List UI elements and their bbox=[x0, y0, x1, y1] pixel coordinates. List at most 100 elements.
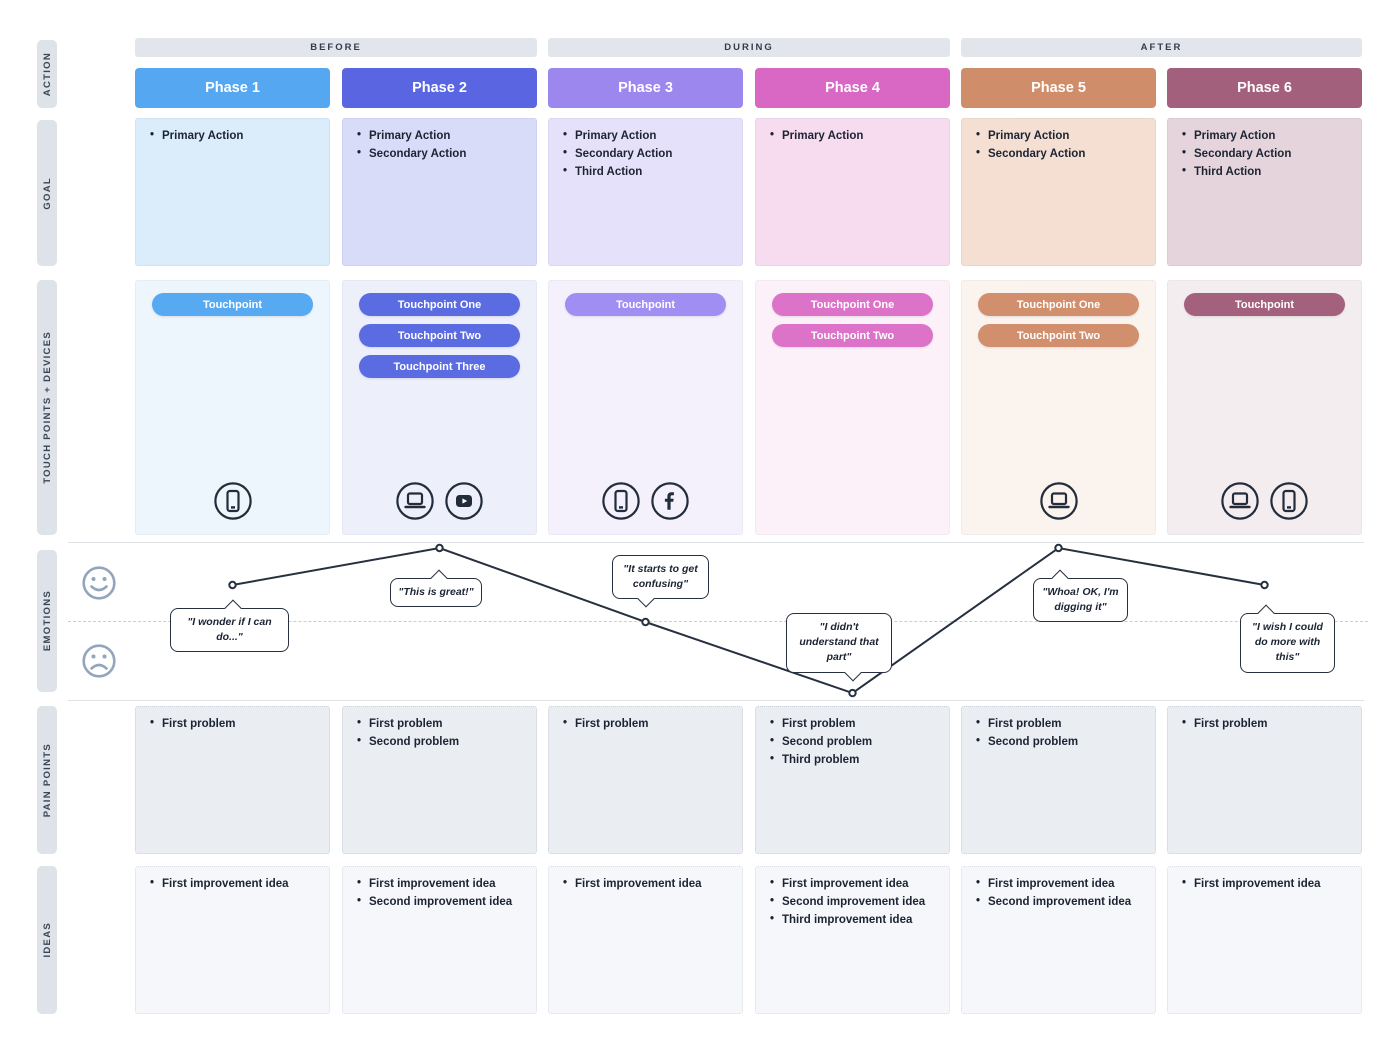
goal-item: Secondary Action bbox=[357, 147, 528, 162]
quote-bubble: "I didn't understand that part" bbox=[786, 613, 892, 682]
goal-item: Primary Action bbox=[150, 129, 321, 144]
phase-header: Phase 6 bbox=[1167, 68, 1362, 108]
goal-box: Primary Action Secondary Action bbox=[961, 118, 1156, 266]
smartphone-icon bbox=[213, 482, 252, 520]
goal-box: Primary Action bbox=[135, 118, 330, 266]
row-label-pain-points-text: PAIN POINTS bbox=[41, 742, 53, 818]
stage-band-before: BEFORE bbox=[135, 38, 537, 57]
touchpoint-pill: Touchpoint bbox=[1184, 293, 1345, 316]
idea-item: First improvement idea bbox=[770, 877, 941, 892]
idea-item: First improvement idea bbox=[357, 877, 528, 892]
phase-column-5: Phase 5 Primary Action Secondary Action … bbox=[961, 0, 1156, 1052]
row-label-pain-points: PAIN POINTS bbox=[37, 706, 57, 854]
row-label-action-text: ACTION bbox=[41, 51, 53, 97]
goal-box: Primary Action Secondary Action Third Ac… bbox=[1167, 118, 1362, 266]
ideas-box: First improvement idea Second improvemen… bbox=[961, 866, 1156, 1014]
quote-bubble: "I wonder if I can do..." bbox=[170, 599, 289, 653]
touchpoints-box: Touchpoint One Touchpoint Two bbox=[961, 280, 1156, 535]
pain-points-box: First problem bbox=[135, 706, 330, 854]
phase-column-1: Phase 1 Primary Action Touchpoint First … bbox=[135, 0, 330, 1052]
touchpoint-pill: Touchpoint bbox=[565, 293, 726, 316]
pain-points-box: First problem Second problem Third probl… bbox=[755, 706, 950, 854]
pain-point-item: First problem bbox=[976, 717, 1147, 732]
pain-points-box: First problem Second problem bbox=[342, 706, 537, 854]
quote-bubble: "Whoa! OK, I'm digging it" bbox=[1033, 569, 1128, 623]
pain-points-box: First problem Second problem bbox=[961, 706, 1156, 854]
touchpoint-pill: Touchpoint Two bbox=[772, 324, 933, 347]
smartphone-icon bbox=[1270, 482, 1308, 520]
phase-header: Phase 3 bbox=[548, 68, 743, 108]
quote-text: "I wonder if I can do..." bbox=[187, 616, 272, 644]
touchpoint-pill: Touchpoint One bbox=[359, 293, 520, 316]
phase-column-3: Phase 3 Primary Action Secondary Action … bbox=[548, 0, 743, 1052]
stage-band-during: DURING bbox=[548, 38, 950, 57]
laptop-icon bbox=[1039, 482, 1078, 520]
youtube-icon bbox=[445, 482, 483, 520]
ideas-box: First improvement idea Second improvemen… bbox=[342, 866, 537, 1014]
goal-item: Third Action bbox=[1182, 165, 1353, 180]
phase-header: Phase 4 bbox=[755, 68, 950, 108]
ideas-box: First improvement idea bbox=[135, 866, 330, 1014]
pain-point-item: First problem bbox=[770, 717, 941, 732]
quote-text: "I didn't understand that part" bbox=[799, 621, 879, 664]
touchpoint-pill: Touchpoint One bbox=[978, 293, 1139, 316]
touchpoints-box: Touchpoint bbox=[1167, 280, 1362, 535]
idea-item: First improvement idea bbox=[1182, 877, 1353, 892]
row-label-goal-text: GOAL bbox=[41, 176, 53, 210]
goal-item: Primary Action bbox=[563, 129, 734, 144]
pain-point-item: First problem bbox=[563, 717, 734, 732]
row-label-goal: GOAL bbox=[37, 120, 57, 266]
quote-bubble: "This is great!" bbox=[390, 569, 482, 608]
row-label-ideas-text: IDEAS bbox=[41, 922, 53, 958]
laptop-icon bbox=[1221, 482, 1259, 520]
goal-item: Primary Action bbox=[770, 129, 941, 144]
pain-point-item: First problem bbox=[150, 717, 321, 732]
ideas-box: First improvement idea Second improvemen… bbox=[755, 866, 950, 1014]
pain-point-item: Second problem bbox=[976, 735, 1147, 750]
touchpoint-pill: Touchpoint Three bbox=[359, 355, 520, 378]
pain-point-item: First problem bbox=[357, 717, 528, 732]
goal-box: Primary Action bbox=[755, 118, 950, 266]
goal-item: Primary Action bbox=[357, 129, 528, 144]
goal-item: Primary Action bbox=[1182, 129, 1353, 144]
quote-text: "I wish I could do more with this" bbox=[1252, 621, 1323, 664]
phase-header: Phase 5 bbox=[961, 68, 1156, 108]
idea-item: Second improvement idea bbox=[357, 895, 528, 910]
row-label-emotions: EMOTIONS bbox=[37, 550, 57, 692]
phase-header: Phase 1 bbox=[135, 68, 330, 108]
pain-point-item: Second problem bbox=[357, 735, 528, 750]
touchpoints-box: Touchpoint bbox=[135, 280, 330, 535]
pain-point-item: First problem bbox=[1182, 717, 1353, 732]
goal-item: Primary Action bbox=[976, 129, 1147, 144]
touchpoints-box: Touchpoint One Touchpoint Two bbox=[755, 280, 950, 535]
goal-item: Secondary Action bbox=[976, 147, 1147, 162]
row-label-ideas: IDEAS bbox=[37, 866, 57, 1014]
idea-item: First improvement idea bbox=[976, 877, 1147, 892]
pain-points-box: First problem bbox=[548, 706, 743, 854]
pain-point-item: Second problem bbox=[770, 735, 941, 750]
idea-item: Third improvement idea bbox=[770, 913, 941, 928]
goal-item: Third Action bbox=[563, 165, 734, 180]
quote-text: "Whoa! OK, I'm digging it" bbox=[1042, 586, 1119, 614]
quote-bubble: "It starts to get confusing" bbox=[612, 555, 709, 608]
phase-header: Phase 2 bbox=[342, 68, 537, 108]
pain-points-box: First problem bbox=[1167, 706, 1362, 854]
smartphone-icon bbox=[602, 482, 640, 520]
row-label-touchpoints-text: TOUCH POINTS + DEVICES bbox=[41, 331, 53, 484]
touchpoints-box: Touchpoint bbox=[548, 280, 743, 535]
touchpoint-pill: Touchpoint bbox=[152, 293, 313, 316]
quote-text: "This is great!" bbox=[398, 586, 474, 598]
ideas-box: First improvement idea bbox=[1167, 866, 1362, 1014]
idea-item: Second improvement idea bbox=[770, 895, 941, 910]
touchpoint-pill: Touchpoint Two bbox=[359, 324, 520, 347]
row-label-touchpoints: TOUCH POINTS + DEVICES bbox=[37, 280, 57, 535]
happy-face-icon bbox=[82, 566, 116, 600]
phase-column-4: Phase 4 Primary Action Touchpoint One To… bbox=[755, 0, 950, 1052]
row-label-action: ACTION bbox=[37, 40, 57, 108]
idea-item: Second improvement idea bbox=[976, 895, 1147, 910]
idea-item: First improvement idea bbox=[150, 877, 321, 892]
phase-column-2: Phase 2 Primary Action Secondary Action … bbox=[342, 0, 537, 1052]
ideas-box: First improvement idea bbox=[548, 866, 743, 1014]
phase-column-6: Phase 6 Primary Action Secondary Action … bbox=[1167, 0, 1362, 1052]
